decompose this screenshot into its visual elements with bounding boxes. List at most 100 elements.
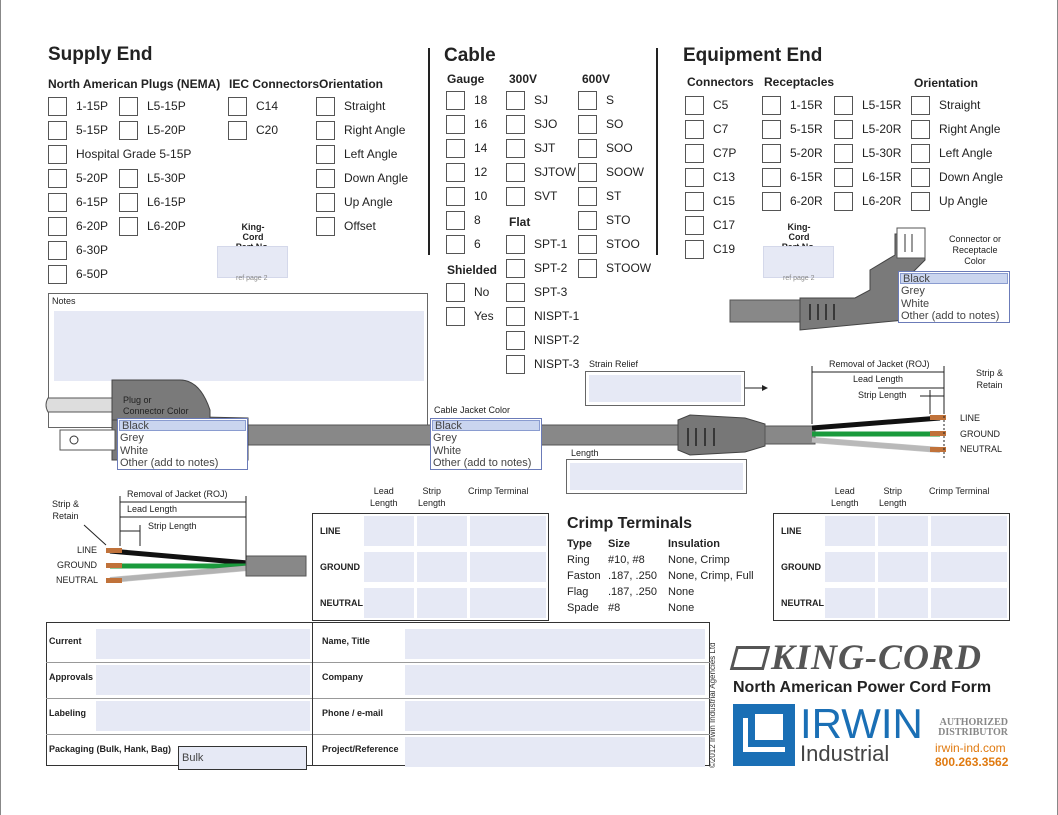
wiring-table-cell[interactable] xyxy=(470,552,546,582)
nema-checkbox[interactable] xyxy=(119,193,138,212)
nema-checkbox[interactable] xyxy=(48,97,67,116)
color-option[interactable]: Black xyxy=(432,420,540,432)
receptacle-checkbox[interactable] xyxy=(834,168,853,187)
color-option[interactable]: Other (add to notes) xyxy=(120,457,219,469)
color-option[interactable]: Grey xyxy=(901,285,925,297)
connector-checkbox[interactable] xyxy=(685,120,704,139)
supply-orientation-checkbox[interactable] xyxy=(316,97,335,116)
wiring-table-cell[interactable] xyxy=(931,588,1007,618)
footer-right-field[interactable] xyxy=(405,737,705,767)
nema-checkbox[interactable] xyxy=(119,169,138,188)
color-option[interactable]: Black xyxy=(900,273,1008,285)
connector-checkbox[interactable] xyxy=(685,96,704,115)
strain-relief-field[interactable] xyxy=(589,375,741,402)
receptacle-checkbox[interactable] xyxy=(762,192,781,211)
wiring-table-cell[interactable] xyxy=(364,516,414,546)
supply-orientation-checkbox[interactable] xyxy=(316,145,335,164)
length-field[interactable] xyxy=(570,463,743,490)
wiring-table-cell[interactable] xyxy=(417,516,467,546)
wiring-table-cell[interactable] xyxy=(364,588,414,618)
receptacle-checkbox[interactable] xyxy=(834,192,853,211)
shielded-checkbox[interactable] xyxy=(446,283,465,302)
gauge-checkbox[interactable] xyxy=(446,187,465,206)
v600-checkbox[interactable] xyxy=(578,115,597,134)
color-option[interactable]: Grey xyxy=(120,432,144,444)
v600-checkbox[interactable] xyxy=(578,259,597,278)
receptacle-checkbox[interactable] xyxy=(834,96,853,115)
v300-checkbox[interactable] xyxy=(506,163,525,182)
equipment-orientation-checkbox[interactable] xyxy=(911,144,930,163)
v600-checkbox[interactable] xyxy=(578,91,597,110)
iec-checkbox[interactable] xyxy=(228,97,247,116)
receptacle-checkbox[interactable] xyxy=(762,168,781,187)
receptacle-checkbox[interactable] xyxy=(762,120,781,139)
connector-checkbox[interactable] xyxy=(685,216,704,235)
wiring-table-cell[interactable] xyxy=(878,552,928,582)
nema-checkbox[interactable] xyxy=(119,217,138,236)
equipment-orientation-checkbox[interactable] xyxy=(911,168,930,187)
gauge-checkbox[interactable] xyxy=(446,211,465,230)
color-option[interactable]: White xyxy=(901,297,930,310)
wiring-table-cell[interactable] xyxy=(931,516,1007,546)
flat-checkbox[interactable] xyxy=(506,259,525,278)
color-option[interactable]: Grey xyxy=(433,432,457,444)
supply-orientation-checkbox[interactable] xyxy=(316,217,335,236)
nema-checkbox[interactable] xyxy=(48,217,67,236)
wiring-table-cell[interactable] xyxy=(470,588,546,618)
equipment-orientation-checkbox[interactable] xyxy=(911,120,930,139)
nema-checkbox[interactable] xyxy=(119,97,138,116)
notes-field[interactable] xyxy=(54,311,424,381)
v600-checkbox[interactable] xyxy=(578,187,597,206)
flat-checkbox[interactable] xyxy=(506,307,525,326)
wiring-table-cell[interactable] xyxy=(878,588,928,618)
packaging-field[interactable]: Bulk xyxy=(178,746,307,770)
nema-checkbox[interactable] xyxy=(48,121,67,140)
v300-checkbox[interactable] xyxy=(506,91,525,110)
connector-checkbox[interactable] xyxy=(685,168,704,187)
v600-checkbox[interactable] xyxy=(578,163,597,182)
nema-checkbox[interactable] xyxy=(48,145,67,164)
supply-orientation-checkbox[interactable] xyxy=(316,121,335,140)
v300-checkbox[interactable] xyxy=(506,139,525,158)
gauge-checkbox[interactable] xyxy=(446,139,465,158)
v600-checkbox[interactable] xyxy=(578,235,597,254)
color-option[interactable]: White xyxy=(120,444,149,457)
footer-left-field[interactable] xyxy=(96,701,310,731)
supply-partno-field[interactable] xyxy=(217,246,288,278)
wiring-table-cell[interactable] xyxy=(417,588,467,618)
footer-left-field[interactable] xyxy=(96,665,310,695)
flat-checkbox[interactable] xyxy=(506,331,525,350)
equipment-orientation-checkbox[interactable] xyxy=(911,96,930,115)
v300-checkbox[interactable] xyxy=(506,115,525,134)
connector-checkbox[interactable] xyxy=(685,144,704,163)
v600-checkbox[interactable] xyxy=(578,211,597,230)
nema-checkbox[interactable] xyxy=(119,121,138,140)
gauge-checkbox[interactable] xyxy=(446,163,465,182)
shielded-checkbox[interactable] xyxy=(446,307,465,326)
nema-checkbox[interactable] xyxy=(48,241,67,260)
equipment-orientation-checkbox[interactable] xyxy=(911,192,930,211)
wiring-table-cell[interactable] xyxy=(364,552,414,582)
receptacle-checkbox[interactable] xyxy=(762,144,781,163)
supply-orientation-checkbox[interactable] xyxy=(316,169,335,188)
v300-checkbox[interactable] xyxy=(506,187,525,206)
connector-checkbox[interactable] xyxy=(685,192,704,211)
footer-right-field[interactable] xyxy=(405,701,705,731)
receptacle-checkbox[interactable] xyxy=(834,144,853,163)
nema-checkbox[interactable] xyxy=(48,265,67,284)
wiring-table-cell[interactable] xyxy=(417,552,467,582)
color-option[interactable]: Other (add to notes) xyxy=(901,310,1000,322)
wiring-table-cell[interactable] xyxy=(878,516,928,546)
flat-checkbox[interactable] xyxy=(506,355,525,374)
gauge-checkbox[interactable] xyxy=(446,91,465,110)
nema-checkbox[interactable] xyxy=(48,169,67,188)
website-link[interactable]: irwin-ind.com xyxy=(935,741,1006,755)
flat-checkbox[interactable] xyxy=(506,283,525,302)
gauge-checkbox[interactable] xyxy=(446,235,465,254)
color-option[interactable]: Black xyxy=(119,420,246,432)
supply-orientation-checkbox[interactable] xyxy=(316,193,335,212)
flat-checkbox[interactable] xyxy=(506,235,525,254)
receptacle-checkbox[interactable] xyxy=(762,96,781,115)
